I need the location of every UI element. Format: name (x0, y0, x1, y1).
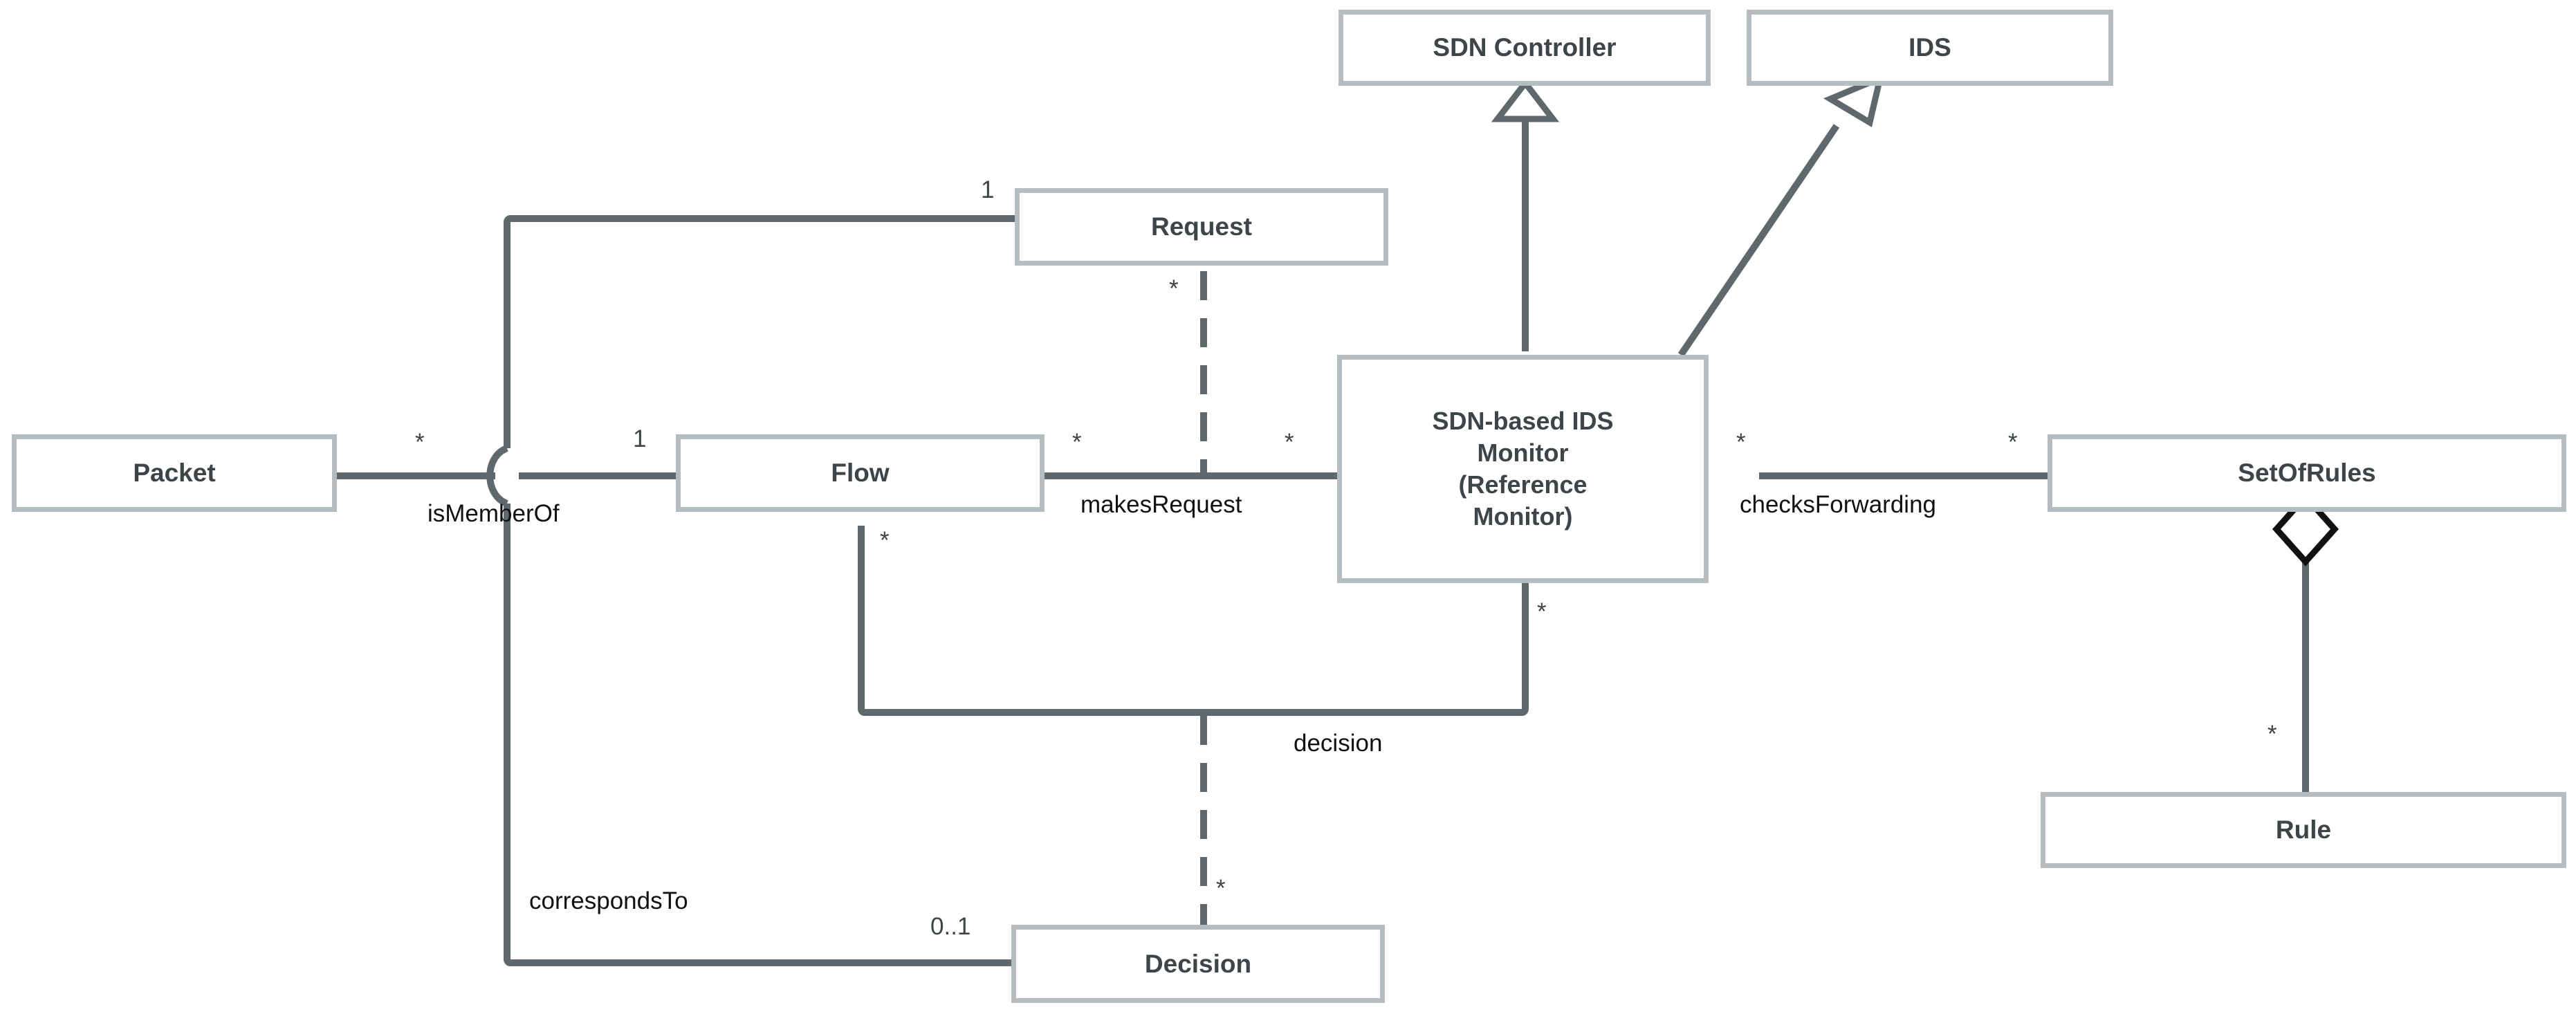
class-name-request: Request (1151, 212, 1252, 241)
multiplicity-flow-left: 1 (633, 425, 647, 452)
class-box-decision[interactable]: Decision (1011, 925, 1385, 1003)
class-name-setofrules: SetOfRules (2238, 459, 2376, 488)
class-name-sdn-controller: SDN Controller (1433, 33, 1617, 62)
multiplicity-decision-left: 0..1 (930, 913, 971, 940)
edge-rules-aggregation (2272, 492, 2339, 792)
edge-label-decision: decision (1294, 730, 1383, 757)
edge-generalization-ids (1677, 73, 1885, 357)
class-name-flow: Flow (831, 459, 890, 488)
multiplicity-packet-right: * (415, 429, 425, 456)
class-box-rule[interactable]: Rule (2041, 792, 2566, 868)
multiplicity-request-bottom: * (1169, 275, 1179, 302)
edge-label-checks-forwarding: checksForwarding (1740, 491, 1936, 518)
class-name-sdn-based-ids-monitor: SDN-based IDS Monitor (Reference Monitor… (1432, 406, 1614, 531)
class-box-flow[interactable]: Flow (676, 434, 1045, 512)
multiplicity-flow-right: * (1072, 429, 1082, 456)
class-box-packet[interactable]: Packet (12, 434, 337, 512)
multiplicity-setofrules-left: * (2008, 429, 2018, 456)
class-box-ids[interactable]: IDS (1747, 10, 2113, 86)
multiplicity-flow-bottom: * (880, 527, 890, 554)
multiplicity-monitor-left: * (1285, 429, 1294, 456)
edge-label-is-member-of: isMemberOf (427, 500, 560, 527)
class-box-setofrules[interactable]: SetOfRules (2048, 434, 2566, 512)
multiplicity-decision-top: * (1216, 875, 1226, 902)
edge-decision (858, 526, 1529, 925)
multiplicity-rule-top: * (2267, 721, 2277, 748)
class-name-decision: Decision (1144, 949, 1252, 978)
edge-corresponds-to (486, 215, 1015, 966)
class-box-sdn-controller[interactable]: SDN Controller (1338, 10, 1711, 86)
class-name-ids: IDS (1908, 33, 1951, 62)
class-name-packet: Packet (133, 459, 216, 488)
multiplicity-request-left: 1 (981, 176, 995, 203)
multiplicity-monitor-right: * (1736, 429, 1746, 456)
edge-generalization-sdn-controller (1491, 77, 1560, 351)
multiplicity-monitor-bottom: * (1537, 598, 1547, 625)
class-box-request[interactable]: Request (1015, 188, 1388, 266)
edge-label-corresponds-to: correspondsTo (529, 887, 688, 914)
class-box-sdn-based-ids-monitor[interactable]: SDN-based IDS Monitor (Reference Monitor… (1337, 355, 1709, 583)
edge-label-makes-request: makesRequest (1080, 491, 1242, 518)
class-name-rule: Rule (2275, 815, 2332, 845)
